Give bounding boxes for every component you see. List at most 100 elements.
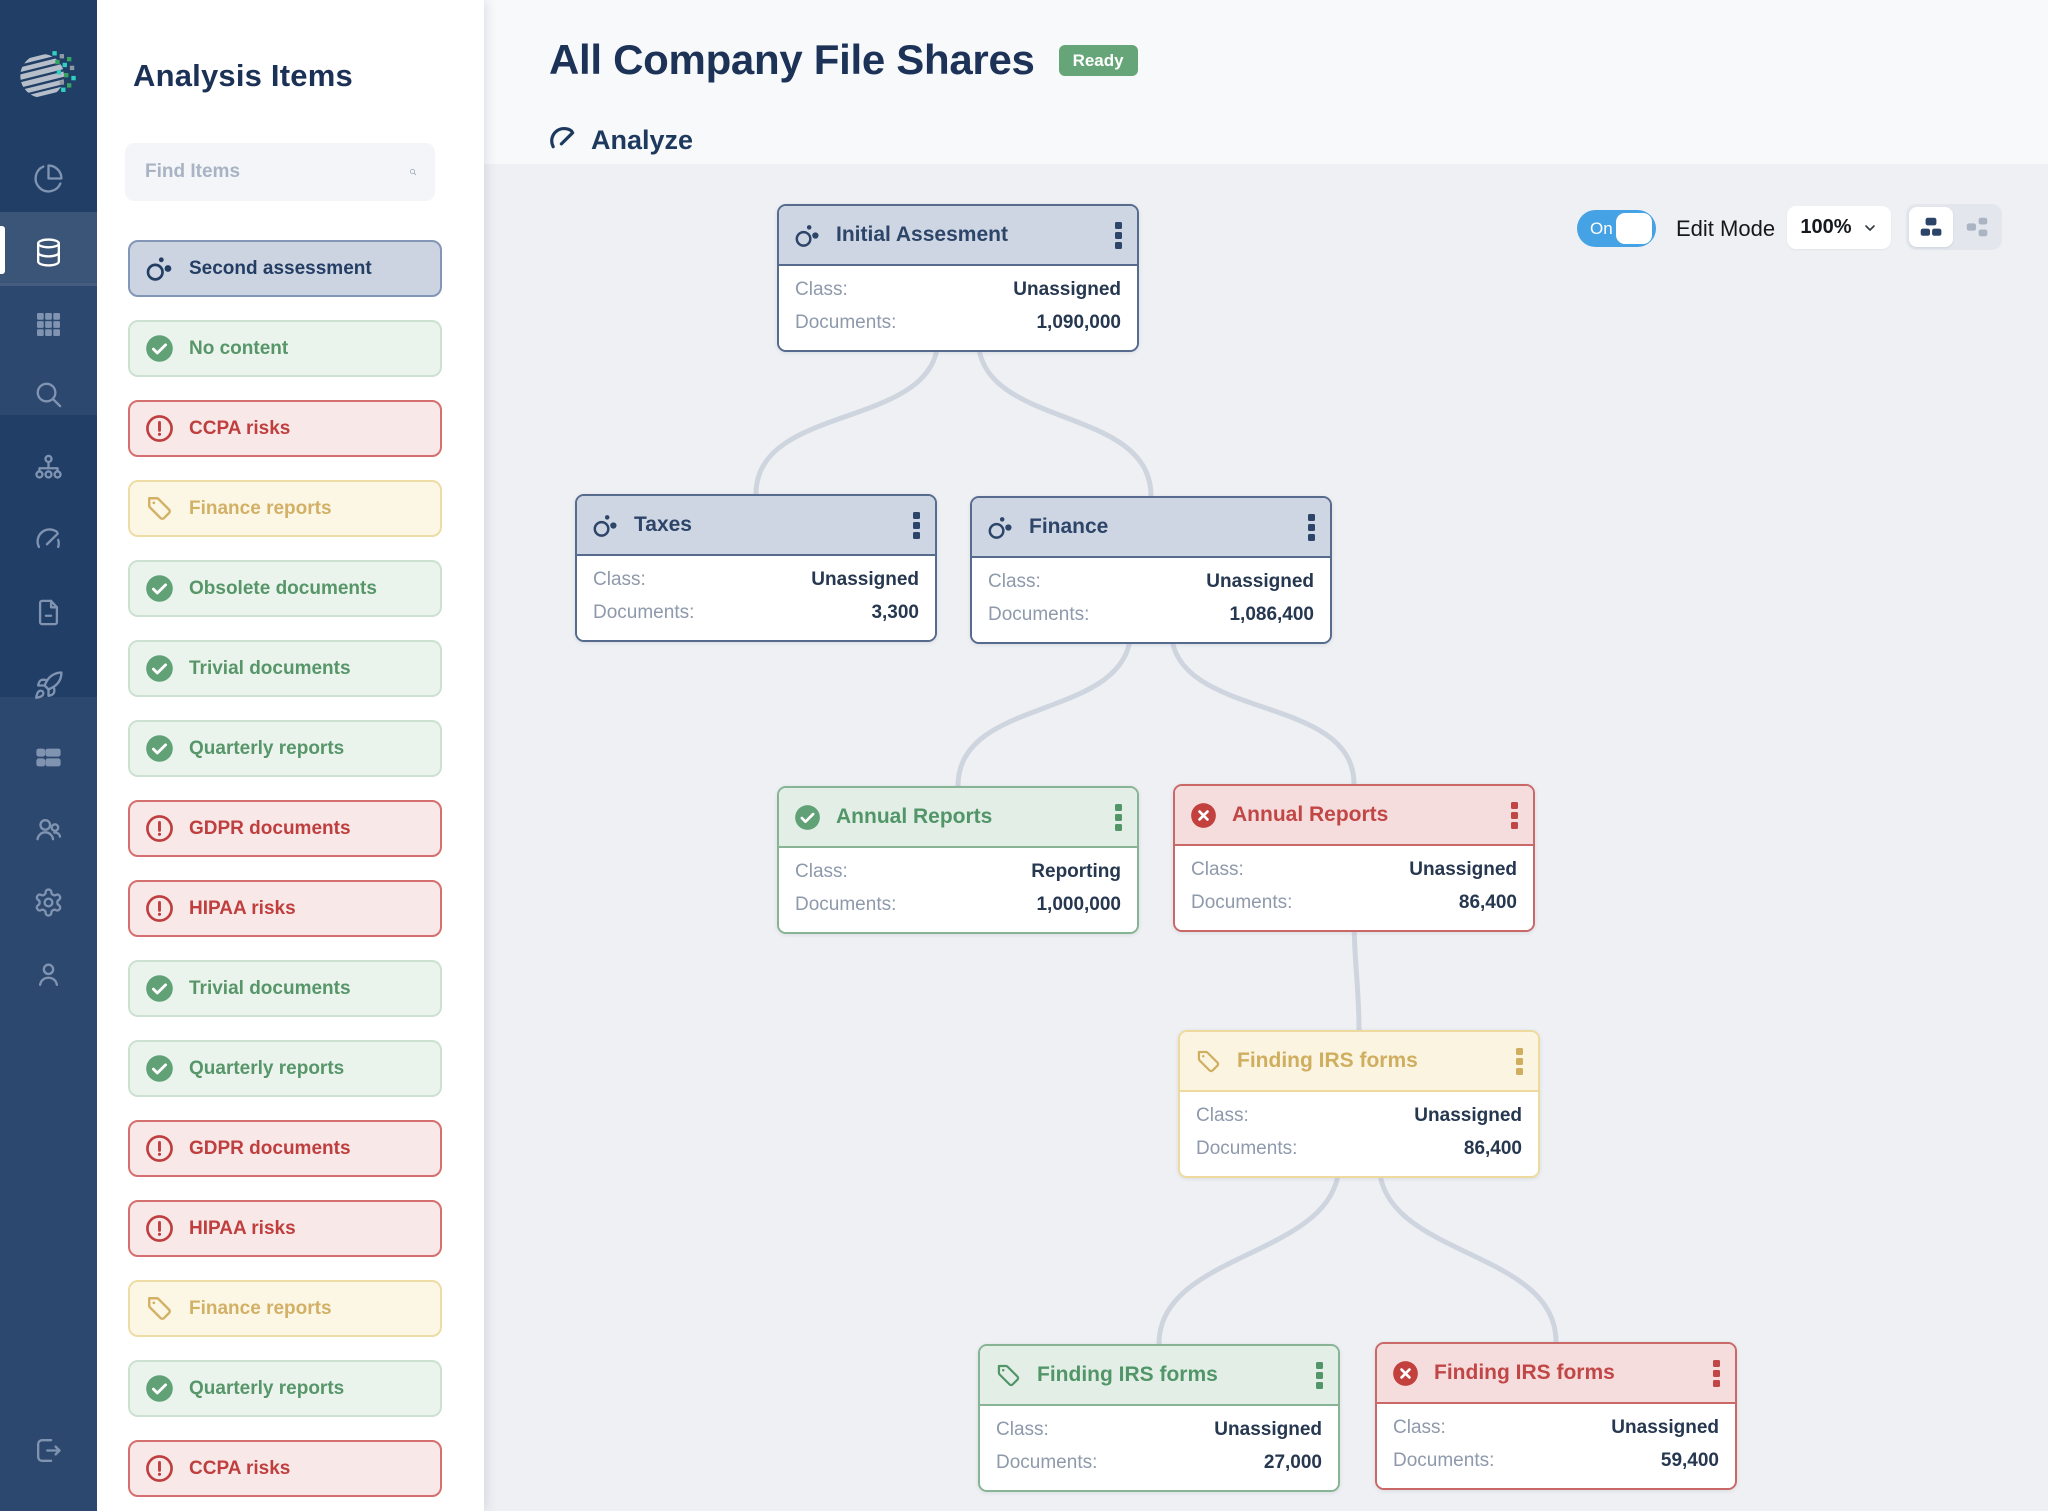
tree-node-finding-irs-ok[interactable]: Finding IRS forms Class: Unassigned Docu…	[978, 1344, 1340, 1492]
tree-node-annual-reports-bad[interactable]: Annual Reports Class: Unassigned Documen…	[1173, 784, 1535, 932]
alert-icon	[145, 1214, 174, 1243]
check-icon	[145, 974, 174, 1003]
logo-pixels	[52, 51, 76, 92]
analysis-items-panel: Analysis Items Second assessment No cont…	[97, 0, 484, 1511]
zoom-level-select[interactable]: 100%	[1787, 206, 1891, 249]
list-item[interactable]: HIPAA risks	[128, 880, 442, 937]
documents-label: Documents:	[593, 602, 695, 623]
class-label: Class:	[1191, 859, 1244, 880]
kebab-menu-icon[interactable]	[1713, 1359, 1720, 1387]
item-label: Obsolete documents	[189, 577, 377, 599]
list-item[interactable]: Trivial documents	[128, 960, 442, 1017]
tree-node-taxes[interactable]: Taxes Class: Unassigned Documents: 3,300	[575, 494, 937, 642]
horizontal-layout-button[interactable]	[1955, 207, 1999, 247]
check-icon	[145, 1054, 174, 1083]
tree-node-annual-reports-ok[interactable]: Annual Reports Class: Reporting Document…	[777, 786, 1139, 934]
find-items-search[interactable]	[125, 143, 435, 201]
tag-icon	[995, 1362, 1022, 1389]
documents-value: 3,300	[871, 602, 919, 623]
kebab-menu-icon[interactable]	[1115, 803, 1122, 831]
search-icon[interactable]	[0, 358, 97, 430]
document-icon[interactable]	[0, 576, 97, 648]
kebab-menu-icon[interactable]	[1308, 513, 1315, 541]
vertical-layout-button[interactable]	[1909, 207, 1953, 247]
check-icon	[145, 574, 174, 603]
check-icon	[794, 804, 821, 831]
list-item[interactable]: Second assessment	[128, 240, 442, 297]
node-header: Finding IRS forms	[980, 1346, 1338, 1406]
node-header: Finance	[972, 498, 1330, 558]
database-icon[interactable]	[0, 216, 97, 288]
tree-node-finding-irs-bad[interactable]: Finding IRS forms Class: Unassigned Docu…	[1375, 1342, 1737, 1490]
users-icon[interactable]	[0, 793, 97, 865]
documents-value: 86,400	[1458, 892, 1517, 913]
list-item[interactable]: Trivial documents	[128, 640, 442, 697]
class-value: Unassigned	[1409, 859, 1517, 880]
toggle-on-label: On	[1590, 219, 1613, 238]
gauge-icon[interactable]	[0, 504, 97, 576]
tag-icon	[1195, 1048, 1222, 1075]
kebab-menu-icon[interactable]	[1316, 1361, 1323, 1389]
item-label: Finance reports	[189, 1297, 332, 1319]
list-item[interactable]: Obsolete documents	[128, 560, 442, 617]
main-canvas: All Company File Shares Ready Analyze On…	[484, 0, 2048, 1511]
list-item[interactable]: Quarterly reports	[128, 720, 442, 777]
list-item[interactable]: HIPAA risks	[128, 1200, 442, 1257]
item-label: CCPA risks	[189, 417, 291, 439]
apps-grid-icon[interactable]	[0, 288, 97, 360]
list-item[interactable]: CCPA risks	[128, 400, 442, 457]
hierarchy-icon[interactable]	[0, 432, 97, 504]
kebab-menu-icon[interactable]	[1516, 1047, 1523, 1075]
item-label: GDPR documents	[189, 1137, 351, 1159]
pie-chart-icon[interactable]	[0, 142, 97, 214]
list-item[interactable]: Quarterly reports	[128, 1360, 442, 1417]
analyze-section-header: Analyze	[547, 124, 693, 156]
node-body: Class: Unassigned Documents: 59,400	[1377, 1404, 1735, 1488]
settings-gear-icon[interactable]	[0, 866, 97, 938]
item-label: Quarterly reports	[189, 737, 345, 759]
tree-node-finance[interactable]: Finance Class: Unassigned Documents: 1,0…	[970, 496, 1332, 644]
list-item[interactable]: Finance reports	[128, 480, 442, 537]
list-item[interactable]: CCPA risks	[128, 1440, 442, 1497]
toggle-knob[interactable]	[1616, 213, 1652, 244]
node-header: Finding IRS forms	[1377, 1344, 1735, 1404]
form-list-icon[interactable]	[0, 721, 97, 793]
kebab-menu-icon[interactable]	[1511, 801, 1518, 829]
list-item[interactable]: GDPR documents	[128, 800, 442, 857]
logout-icon[interactable]	[0, 1414, 97, 1486]
list-item[interactable]: No content	[128, 320, 442, 377]
node-header: Annual Reports	[779, 788, 1137, 848]
item-label: CCPA risks	[189, 1457, 291, 1479]
rocket-icon[interactable]	[0, 649, 97, 721]
layout-switch-group	[1906, 204, 2002, 250]
rail-section-divider	[0, 283, 97, 415]
alert-icon	[145, 414, 174, 443]
list-item[interactable]: Finance reports	[128, 1280, 442, 1337]
node-title: Finding IRS forms	[1237, 1049, 1418, 1072]
documents-value: 27,000	[1263, 1452, 1322, 1473]
alert-icon	[145, 1454, 174, 1483]
search-input[interactable]	[143, 160, 409, 184]
node-title: Taxes	[634, 513, 692, 536]
tree-node-initial-assesment[interactable]: Initial Assesment Class: Unassigned Docu…	[777, 204, 1139, 352]
list-item[interactable]: Quarterly reports	[128, 1040, 442, 1097]
alert-icon	[145, 894, 174, 923]
node-title: Finding IRS forms	[1434, 1361, 1615, 1384]
icon-rail	[0, 0, 97, 1511]
gauge-icon	[550, 126, 575, 149]
node-header: Taxes	[577, 496, 935, 556]
cluster-icon	[592, 512, 619, 539]
documents-value: 1,000,000	[1036, 894, 1121, 915]
user-profile-icon[interactable]	[0, 938, 97, 1010]
analysis-items-list: Second assessment No content CCPA risks …	[128, 240, 442, 1511]
kebab-menu-icon[interactable]	[913, 511, 920, 539]
tree-node-finding-irs-tag[interactable]: Finding IRS forms Class: Unassigned Docu…	[1178, 1030, 1540, 1178]
class-value: Unassigned	[1214, 1419, 1322, 1440]
node-title: Annual Reports	[1232, 803, 1389, 826]
class-label: Class:	[795, 279, 848, 300]
edit-mode-toggle[interactable]: On	[1577, 210, 1656, 247]
check-icon	[145, 334, 174, 363]
class-label: Class:	[795, 861, 848, 882]
list-item[interactable]: GDPR documents	[128, 1120, 442, 1177]
kebab-menu-icon[interactable]	[1115, 221, 1122, 249]
